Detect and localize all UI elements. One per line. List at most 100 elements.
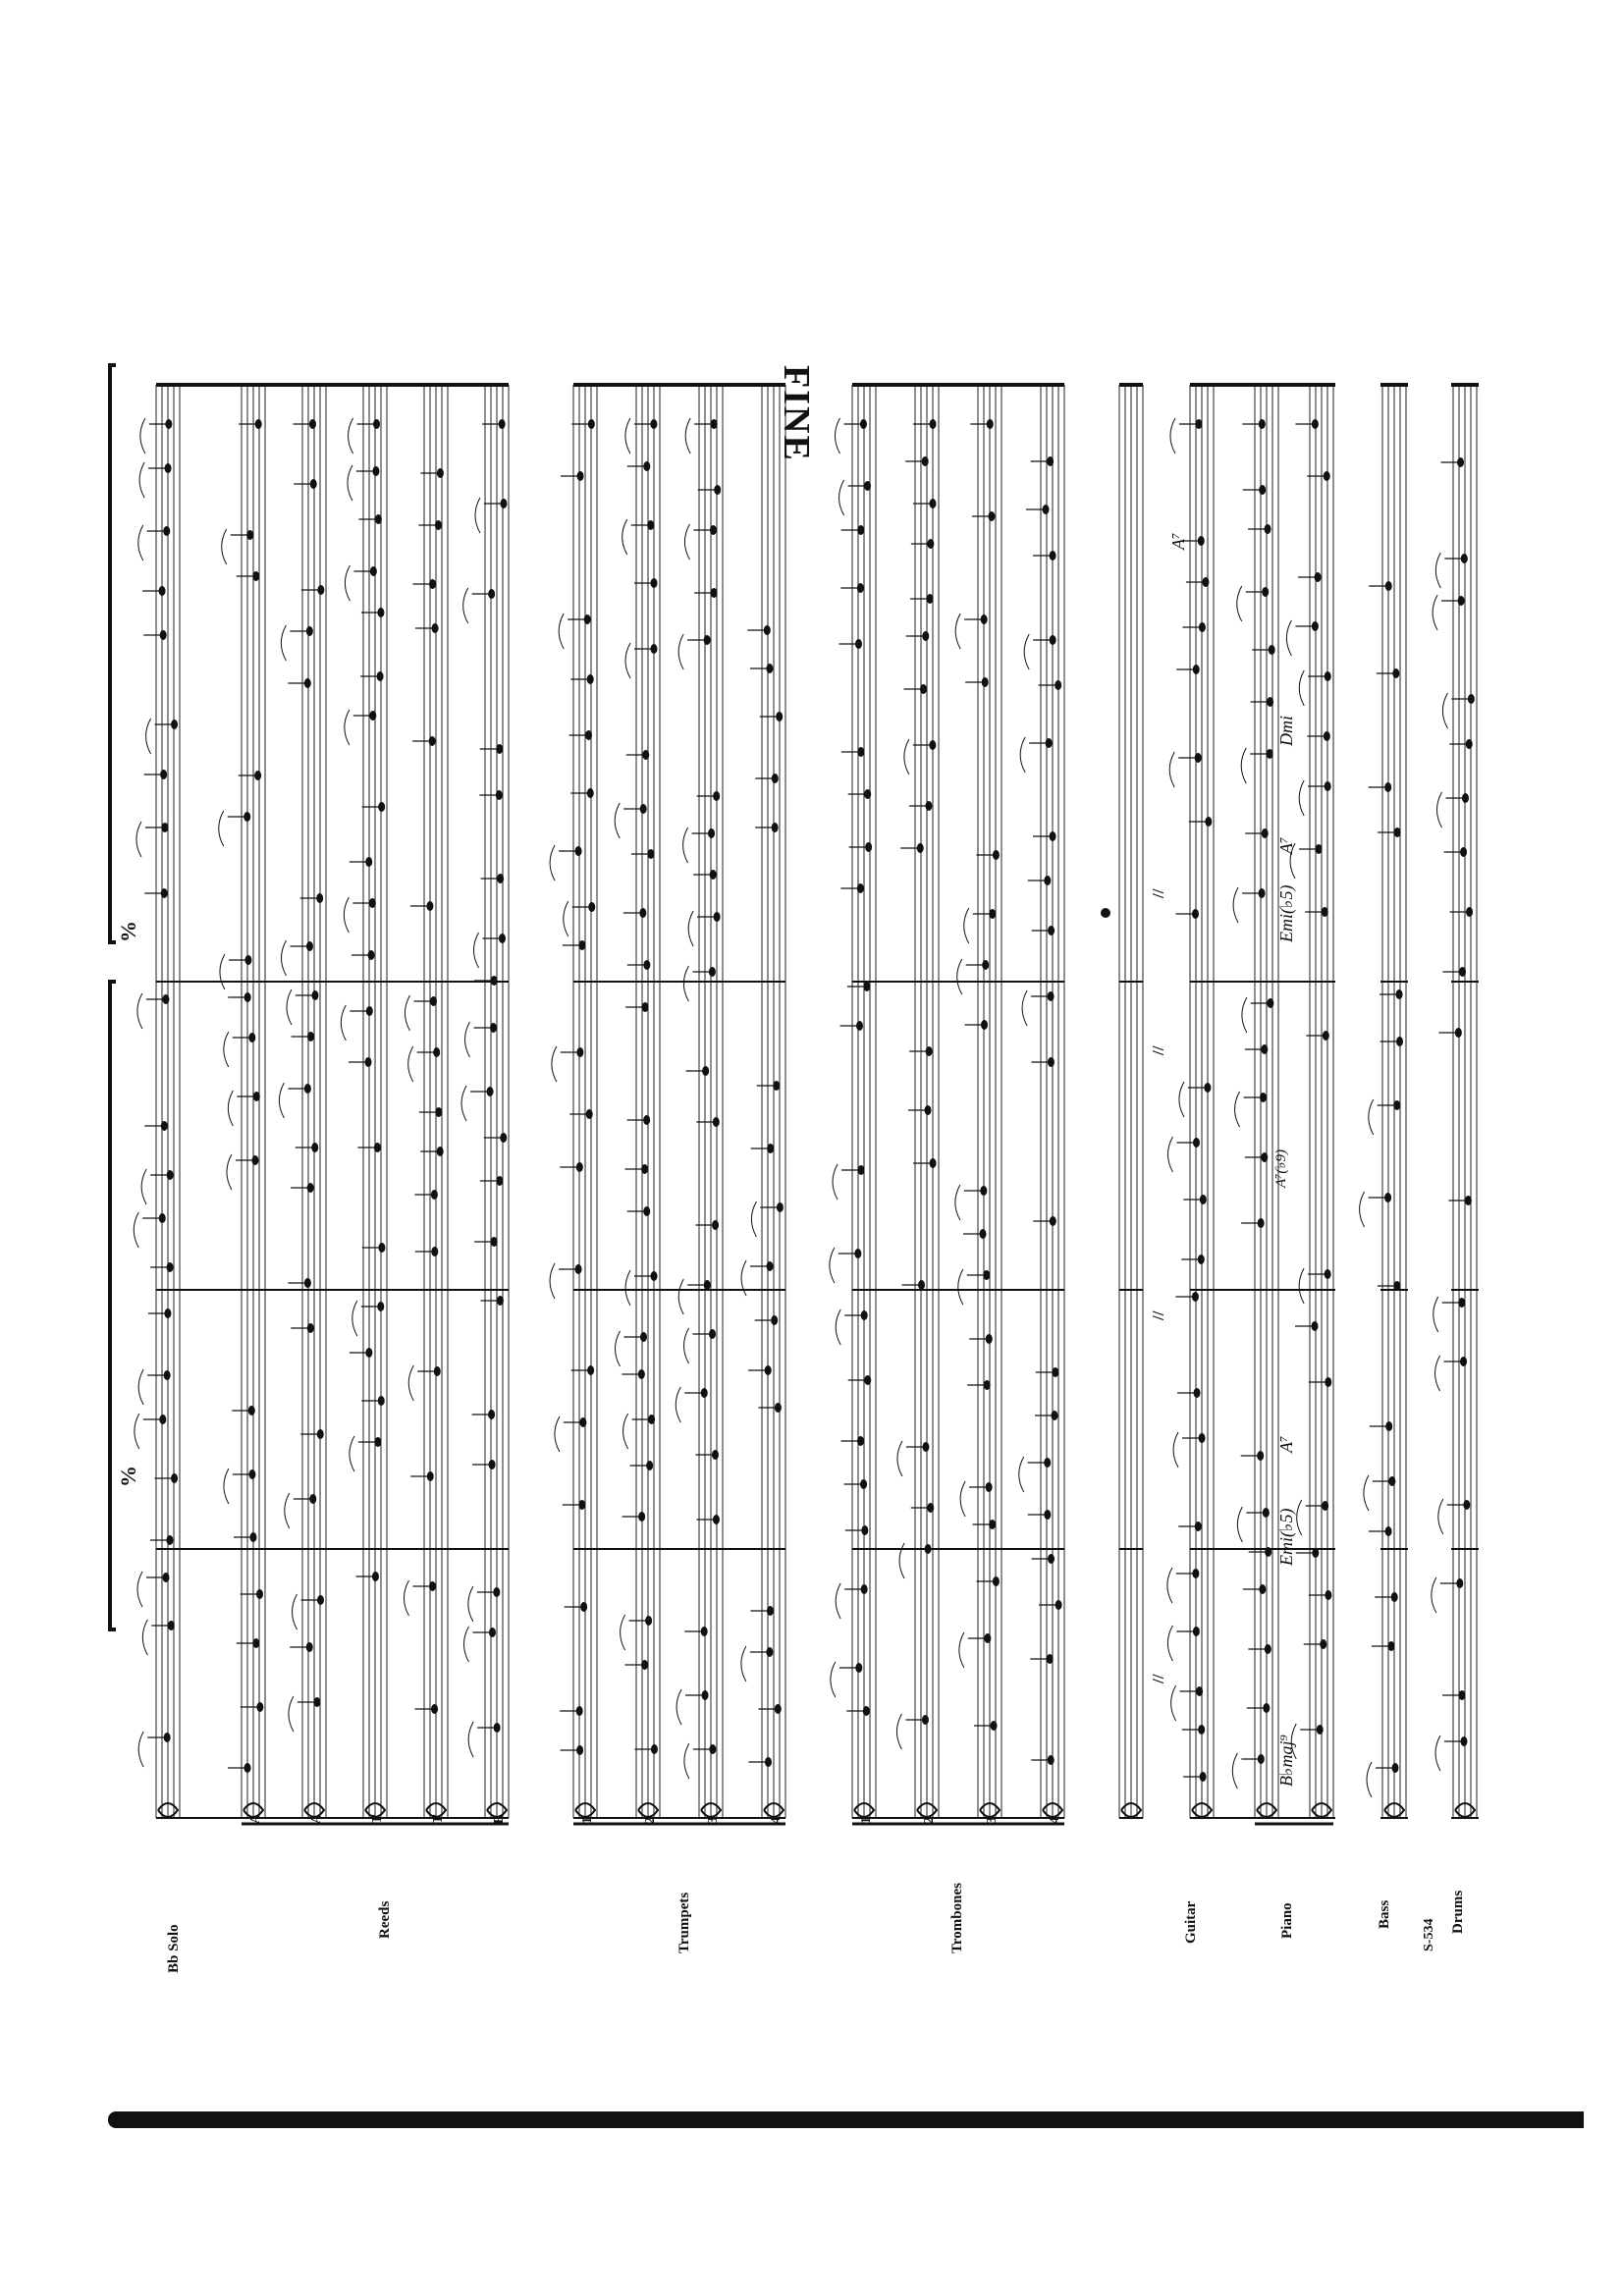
slur	[750, 1201, 757, 1238]
note-head	[639, 804, 647, 814]
slur	[1441, 692, 1448, 729]
note-head	[306, 1323, 314, 1333]
note-head	[711, 1450, 719, 1460]
staff	[635, 385, 661, 1818]
note-head	[1205, 817, 1213, 827]
slur	[467, 1585, 474, 1623]
slur	[133, 1211, 139, 1249]
note-head	[1257, 1451, 1265, 1461]
note-head	[639, 908, 647, 918]
note-head	[986, 419, 994, 429]
slur	[352, 1300, 358, 1337]
note-head	[1055, 1600, 1062, 1610]
staff	[484, 385, 510, 1818]
slur	[136, 992, 143, 1030]
slur	[1178, 1081, 1185, 1118]
note-head	[1193, 1388, 1201, 1398]
slur	[963, 907, 970, 944]
clef	[700, 1802, 723, 1818]
clef	[637, 1802, 660, 1818]
staff	[241, 385, 266, 1818]
chord-symbol: A⁷(♭9)	[1273, 1149, 1289, 1188]
note-head	[576, 471, 584, 481]
note-head	[1384, 581, 1392, 591]
clef	[853, 1802, 876, 1818]
note-head	[1463, 1500, 1471, 1510]
slur	[895, 1713, 902, 1750]
note-head	[252, 571, 260, 581]
slur	[288, 1695, 295, 1733]
note-head	[160, 888, 168, 898]
slur	[407, 1045, 414, 1083]
note-head	[311, 990, 319, 1000]
part-label-trumpet-3: 3	[706, 1817, 721, 1824]
note-head	[498, 419, 506, 429]
note-head	[1046, 1654, 1054, 1664]
note-head	[365, 1006, 373, 1016]
clef	[364, 1802, 387, 1818]
note-head	[1321, 907, 1328, 917]
note-head	[1457, 596, 1465, 606]
note-head	[639, 1332, 647, 1342]
slur	[280, 624, 287, 662]
note-head	[865, 842, 873, 852]
slur	[407, 1364, 414, 1402]
slur	[226, 1153, 233, 1191]
note-head	[160, 770, 168, 779]
note-head	[650, 1271, 658, 1281]
note-head	[1049, 831, 1056, 841]
slur	[956, 958, 963, 995]
note-head	[764, 1365, 772, 1375]
note-head	[371, 1572, 379, 1581]
note-head	[243, 812, 251, 822]
note-head	[495, 790, 503, 800]
note-head	[256, 1589, 264, 1599]
slur	[683, 1327, 689, 1364]
note-head	[1458, 1298, 1466, 1308]
note-head	[919, 684, 927, 694]
slur	[219, 953, 226, 990]
note-head	[650, 644, 658, 654]
note-head	[980, 1186, 988, 1196]
note-head	[860, 1584, 868, 1594]
label-bb-solo: Bb Solo	[166, 1924, 182, 1973]
slur	[1289, 842, 1296, 880]
slur	[1167, 1136, 1173, 1173]
note-head	[1264, 524, 1271, 534]
note-head	[918, 1280, 926, 1290]
note-head	[1198, 622, 1206, 632]
note-head	[1324, 1269, 1331, 1279]
note-head	[1051, 1411, 1058, 1420]
part-label-reeds-1: A	[248, 1813, 263, 1824]
note-head	[774, 1704, 782, 1714]
note-head	[165, 419, 173, 429]
note-head	[1323, 471, 1330, 481]
note-head	[248, 1033, 256, 1042]
slur	[676, 1688, 682, 1726]
note-head	[1049, 1216, 1056, 1226]
note-head	[316, 1429, 324, 1439]
note-head	[922, 631, 930, 641]
note-head	[1259, 1584, 1267, 1594]
slur	[830, 1661, 837, 1698]
note-head	[1194, 753, 1202, 763]
slur	[558, 613, 565, 650]
slur	[554, 1415, 561, 1453]
note-head	[585, 730, 593, 740]
note-head	[641, 1002, 649, 1012]
slur	[682, 965, 689, 1002]
note-head	[1044, 1458, 1052, 1468]
slur	[1172, 1431, 1179, 1468]
note-head	[579, 1417, 587, 1427]
note-head	[709, 1329, 717, 1339]
slur	[292, 1593, 298, 1630]
note-head	[1049, 551, 1056, 561]
note-head	[167, 1621, 175, 1630]
note-head	[303, 1084, 311, 1094]
note-head	[921, 1715, 929, 1725]
note-head	[766, 1606, 774, 1616]
slur	[1434, 1735, 1441, 1772]
note-head	[1199, 1772, 1207, 1782]
note-head	[497, 874, 505, 883]
note-head	[916, 843, 924, 853]
